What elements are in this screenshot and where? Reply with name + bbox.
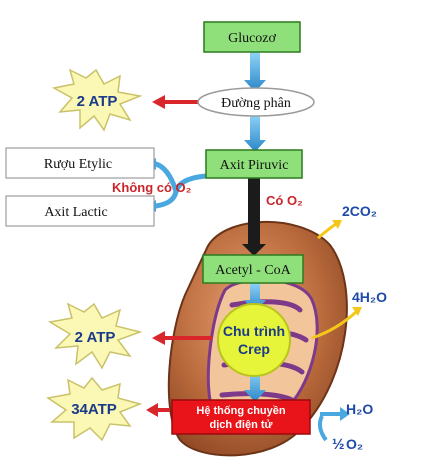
label-with-oxygen: Có O₂ [266,193,303,208]
label-half: ½ [332,436,345,453]
arrow-glycolysis-to-pyruvic [244,114,266,152]
node-acetyl-label: Acetyl - CoA [215,263,291,278]
atp-star-glycolysis [51,68,143,132]
arrow-h2o-out [311,310,358,340]
arrow-krebs-atp [152,331,212,345]
arrow-co2-out [317,222,337,240]
arrowhead-co2 [332,220,342,229]
node-etc-label-2: dịch điện tử [210,419,273,431]
atp-krebs: 2 ATP [47,302,143,370]
node-krebs-cycle: Chu trình Crep [217,303,291,377]
atp-etc-label: 34ATP [71,401,117,418]
label-no-oxygen: Không có O₂ [112,180,192,195]
atp-arrows [146,95,212,417]
label-h2o: H₂O [346,401,373,417]
node-krebs-label-1: Chu trình [223,323,285,339]
node-lactic-acid: Axit Lactic [5,195,155,227]
node-pyruvic: Axit Piruvic [205,149,303,179]
node-glycolysis-label: Đường phân [221,96,291,111]
node-lactic-label: Axit Lactic [44,205,107,220]
node-glucose: Glucozơ [203,21,301,53]
arrow-pyruvic-to-fermentation [153,161,209,209]
atp-etc: 34ATP [46,376,143,442]
arrow-glucose-to-glycolysis [244,52,266,92]
arrow-o2-in [317,415,328,442]
node-krebs-label-2: Crep [238,341,270,357]
node-electron-transport: Hệ thống chuyền dịch điện tử [171,399,311,435]
node-acetyl-coa: Acetyl - CoA [202,254,304,284]
arrow-glycolysis-atp [152,95,212,109]
arrowhead-h2o [352,307,362,316]
atp-star-krebs [47,302,143,370]
label-4h2o: 4H₂O [352,289,387,305]
label-2co2: 2CO₂ [342,203,377,219]
atp-star-etc [46,376,143,442]
node-ethanol: Rượu Etylic [5,147,155,179]
label-o2: O₂ [346,436,363,452]
node-ethanol-label: Rượu Etylic [44,157,112,172]
atp-krebs-label: 2 ATP [75,329,116,346]
node-etc-label-1: Hệ thống chuyền [196,405,286,417]
arrow-pyruvic-to-acetyl [242,176,266,256]
atp-glycolysis-label: 2 ATP [77,93,118,110]
node-pyruvic-label: Axit Piruvic [220,158,289,173]
atp-glycolysis: 2 ATP [51,68,143,132]
arrow-krebs-to-etc [244,370,266,402]
node-glycolysis: Đường phân [197,87,315,117]
node-glucose-label: Glucozơ [228,31,276,46]
arrow-to-h2o [320,407,350,421]
arrow-etc-atp [146,403,170,417]
